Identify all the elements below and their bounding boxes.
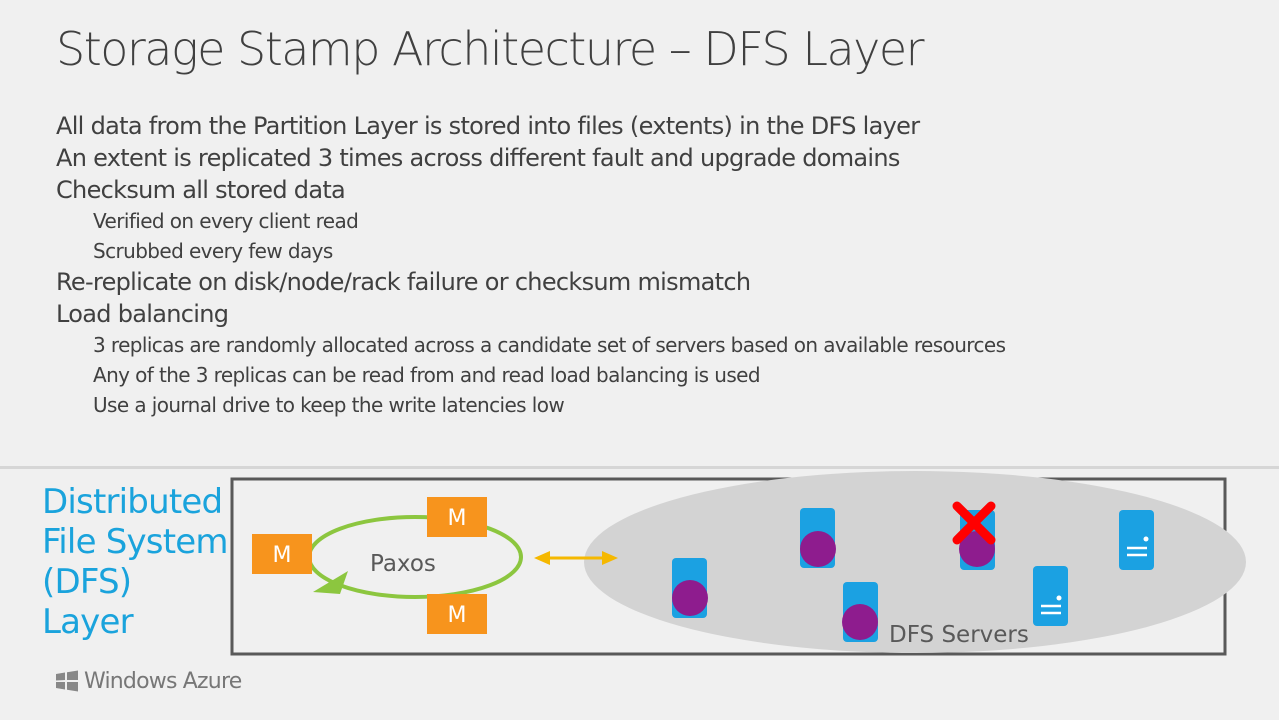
bullet-item: All data from the Partition Layer is sto… [56,112,920,140]
dfs-server [1119,510,1154,570]
bullet-list: All data from the Partition Layer is sto… [56,110,1236,420]
failure-x-icon [952,501,996,545]
bullet-item: Re-replicate on disk/node/rack failure o… [56,268,751,296]
dfs-servers-cloud [584,471,1246,653]
master-label: M [448,603,467,628]
sub-bullet-item: Scrubbed every few days [93,239,333,263]
windows-azure-logo: Windows Azure [54,667,242,695]
master-node: M [427,497,487,537]
bidirectional-arrow [534,551,618,565]
bullet-item: Checksum all stored data [56,176,346,204]
master-label: M [273,543,292,568]
layer-label-line: File System [42,522,228,562]
layer-label-line: (DFS) [42,562,132,602]
dfs-server [672,558,708,618]
replica-dot [800,531,836,567]
sub-bullet-item: Any of the 3 replicas can be read from a… [93,363,761,387]
section-divider [0,466,1279,469]
sub-bullet-item: Use a journal drive to keep the write la… [93,393,565,417]
windows-flag-icon [56,670,78,692]
layer-label-line: Layer [42,602,134,642]
paxos-arrowhead [313,571,348,594]
master-label: M [448,506,467,531]
sub-bullet-item: Verified on every client read [93,209,359,233]
paxos-label: Paxos [370,551,436,577]
dfs-server [1033,566,1068,626]
dfs-server [800,508,836,568]
replica-dot [672,580,708,616]
bullet-item: Load balancing [56,300,229,328]
replica-dot [842,604,878,640]
dfs-server [842,582,878,642]
master-node: M [252,534,312,574]
master-node: M [427,594,487,634]
dfs-server-failed [952,501,996,570]
bullet-item: An extent is replicated 3 times across d… [56,144,900,172]
layer-label-line: Distributed [42,482,223,522]
dfs-layer-label: Distributed File System (DFS) Layer [42,482,228,642]
dfs-servers-label: DFS Servers [889,622,1029,648]
slide-title: Storage Stamp Architecture – DFS Layer [56,22,925,76]
sub-bullet-item: 3 replicas are randomly allocated across… [93,333,1006,357]
logo-text: Windows Azure [84,668,242,694]
